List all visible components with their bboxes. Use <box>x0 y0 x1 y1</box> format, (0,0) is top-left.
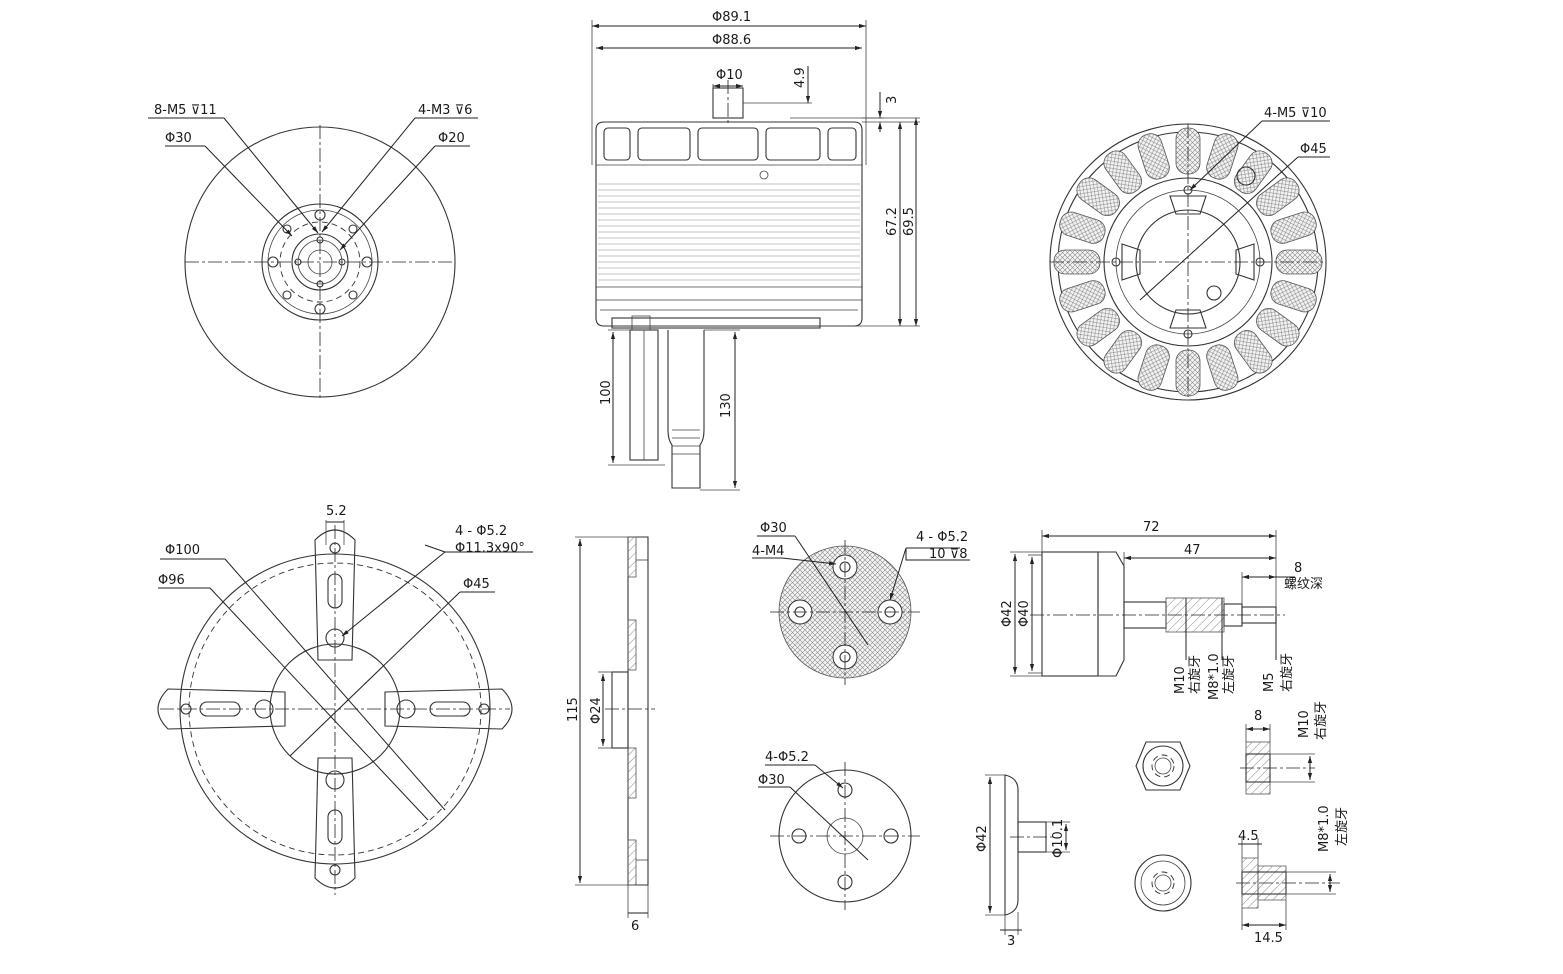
nut-m8-w145-label: 14.5 <box>1254 931 1283 946</box>
prop-csk-label: Φ11.3x90° <box>455 541 525 556</box>
prop-d96-label: Φ96 <box>158 573 185 588</box>
shaft-m10-note-label: 右旋牙 <box>1188 655 1203 694</box>
rear-d45-label: Φ45 <box>1300 142 1327 157</box>
nut-m10-note-label: 右旋牙 <box>1314 701 1329 740</box>
side-h672-label: 67.2 <box>885 207 900 236</box>
front-d30-label: Φ30 <box>165 131 192 146</box>
nut-m10-views: 8 M10 右旋牙 <box>1135 701 1329 795</box>
flange-side-d101-label: Φ10.1 <box>1051 819 1066 858</box>
flange-view: 4-Φ5.2 Φ30 <box>758 750 920 910</box>
side-l130-label: 130 <box>719 393 734 418</box>
side-view: Φ89.1 Φ88.6 Φ10 4.9 3 67.2 69.5 100 130 <box>591 10 920 491</box>
rear-mount-lugs <box>1111 166 1265 339</box>
side-vent-windows <box>603 127 857 161</box>
shaft-m5-label: M5 <box>1262 673 1277 693</box>
side-h695-label: 69.5 <box>902 207 917 236</box>
plate-holes-label: 4 - Φ5.2 <box>916 530 968 545</box>
flange-side-view: Φ42 Φ10.1 3 <box>975 774 1070 949</box>
side-h3-label: 3 <box>885 96 900 104</box>
shaft-m5-note-label: 右旋牙 <box>1280 653 1295 692</box>
shaft-m8-note-label: 左旋牙 <box>1222 655 1237 694</box>
nut-m8-w45-label: 4.5 <box>1238 829 1259 844</box>
front-d20-label: Φ20 <box>438 131 465 146</box>
prop-side-view: 115 Φ24 6 <box>566 536 655 934</box>
rear-thread-label: 4-M5 ⊽10 <box>1264 106 1327 121</box>
flange-side-t3-label: 3 <box>1007 934 1015 949</box>
shaft-m8-label: M8*1.0 <box>1207 653 1222 700</box>
prop-d100-label: Φ100 <box>165 543 200 558</box>
shaft-d42-label: Φ42 <box>1000 600 1015 627</box>
plate-depth-label: 10 ⊽8 <box>929 547 967 562</box>
prop-side-t6-label: 6 <box>631 919 639 934</box>
shaft-view: 72 47 8 螺纹深 Φ42 Φ40 M10 右旋牙 M8*1.0 左旋牙 M… <box>1000 520 1323 700</box>
top-plate-view: Φ30 4-M4 4 - Φ5.2 10 ⊽8 <box>752 521 970 685</box>
side-d891-label: Φ89.1 <box>712 10 751 25</box>
nut-m8-views: 4.5 14.5 M8*1.0 左旋牙 <box>1134 805 1350 946</box>
prop-side-d24-label: Φ24 <box>589 697 604 724</box>
shaft-l72-label: 72 <box>1143 520 1160 535</box>
side-d886-label: Φ88.6 <box>712 33 751 48</box>
plate-d30-label: Φ30 <box>760 521 787 536</box>
shaft-l8-label: 8 <box>1294 561 1302 576</box>
front-thread-8-label: 8-M5 ⊽11 <box>154 103 217 118</box>
shaft-thread-depth-label: 螺纹深 <box>1284 577 1323 592</box>
side-h49-label: 4.9 <box>793 67 808 88</box>
front-view: 8-M5 ⊽11 4-M3 ⊽6 Φ30 Φ20 <box>148 103 478 400</box>
flange-holes-label: 4-Φ5.2 <box>765 750 809 765</box>
nut-m10-thread-label: M10 <box>1297 710 1312 738</box>
shaft-l47-label: 47 <box>1184 543 1201 558</box>
prop-d45-label: Φ45 <box>463 577 490 592</box>
prop-holes-label: 4 - Φ5.2 <box>455 524 507 539</box>
nut-m8-note-label: 左旋牙 <box>1335 807 1350 846</box>
side-cooling-fins <box>598 183 860 281</box>
plate-m4-label: 4-M4 <box>752 544 784 559</box>
prop-w52-label: 5.2 <box>326 504 347 519</box>
shaft-d40-label: Φ40 <box>1017 600 1032 627</box>
rear-vent-slots <box>1053 127 1323 397</box>
nut-m8-thread-label: M8*1.0 <box>1317 805 1332 852</box>
flange-d30-label: Φ30 <box>758 773 785 788</box>
prop-mount-view: 5.2 4 - Φ5.2 Φ11.3x90° Φ100 Φ96 Φ45 <box>157 504 533 895</box>
front-thread-4-label: 4-M3 ⊽6 <box>418 103 472 118</box>
nut-m10-w8-label: 8 <box>1254 709 1262 724</box>
shaft-m10-label: M10 <box>1173 666 1188 694</box>
prop-side-h115-label: 115 <box>566 697 581 722</box>
flange-side-d42-label: Φ42 <box>975 825 990 852</box>
rear-view: 4-M5 ⊽10 Φ45 <box>1049 106 1330 401</box>
side-d10-label: Φ10 <box>716 68 743 83</box>
side-l100-label: 100 <box>599 380 614 405</box>
